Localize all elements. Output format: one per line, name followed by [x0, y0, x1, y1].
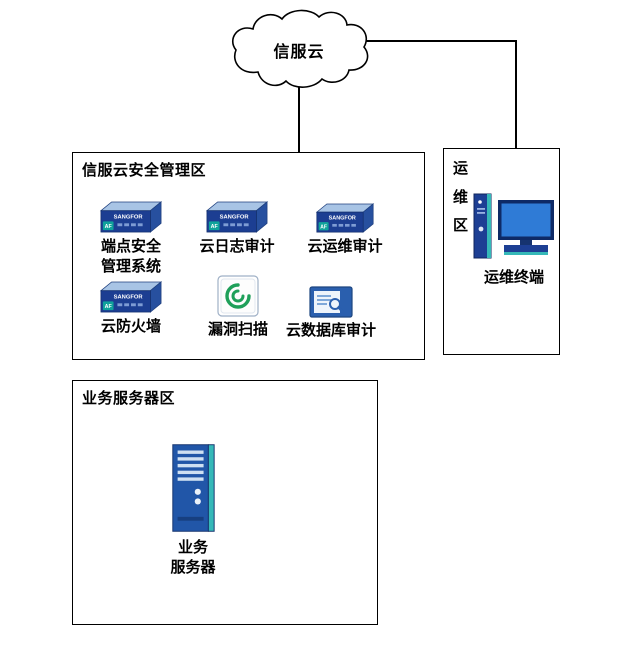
cloud-shape-icon [231, 9, 369, 88]
node-business-server: 业务 服务器 [131, 441, 255, 578]
node-cloud-db-audit: 云数据库审计 [266, 286, 396, 342]
sangfor-appliance-icon [99, 201, 163, 234]
server-zone: 业务服务器区 业务 服务器 [72, 380, 378, 625]
connector-cloud-to-ops-vertical [515, 40, 517, 148]
node-label: 云日志审计 [199, 239, 275, 255]
node-label: 云运维审计 [307, 239, 383, 255]
node-ops-terminal: 运维终端 [470, 191, 558, 289]
sangfor-appliance-icon [315, 203, 375, 234]
node-cloud-log-audit: 云日志审计 [189, 201, 285, 258]
desktop-computer-icon [473, 193, 554, 259]
ops-zone: 运维区 运维终端 [443, 148, 560, 355]
server-tower-icon [172, 444, 215, 532]
ops-zone-title: 运维区 [453, 161, 469, 234]
node-cloud-ops-audit: 云运维审计 [297, 203, 393, 258]
node-label: 端点安全 管理系统 [100, 239, 161, 275]
sangfor-appliance-icon [205, 201, 269, 234]
vulnerability-scanner-icon [217, 275, 259, 317]
node-label: 运维终端 [483, 270, 544, 286]
cloud-label: 信服云 [273, 44, 325, 61]
security-zone: 信服云安全管理区 端点安全 管理系统 云日志审计 云运维审计 云防火墙 [72, 152, 425, 360]
node-label: 业务 服务器 [170, 540, 216, 576]
security-zone-title: 信服云安全管理区 [82, 163, 207, 179]
cloud-node: 信服云 [228, 8, 370, 92]
node-label: 云防火墙 [100, 319, 161, 335]
node-label: 云数据库审计 [285, 323, 376, 339]
node-cloud-firewall: 云防火墙 [83, 281, 179, 338]
node-label: 漏洞扫描 [207, 322, 268, 338]
database-audit-icon [309, 286, 353, 318]
server-zone-title: 业务服务器区 [82, 391, 176, 407]
connector-cloud-to-security-zone [298, 84, 300, 152]
node-vulnerability-scan: 漏洞扫描 [190, 275, 286, 341]
connector-cloud-to-ops-horizontal [360, 40, 517, 42]
node-endpoint-security-mgmt: 端点安全 管理系统 [83, 201, 179, 277]
sangfor-appliance-icon [99, 281, 163, 314]
